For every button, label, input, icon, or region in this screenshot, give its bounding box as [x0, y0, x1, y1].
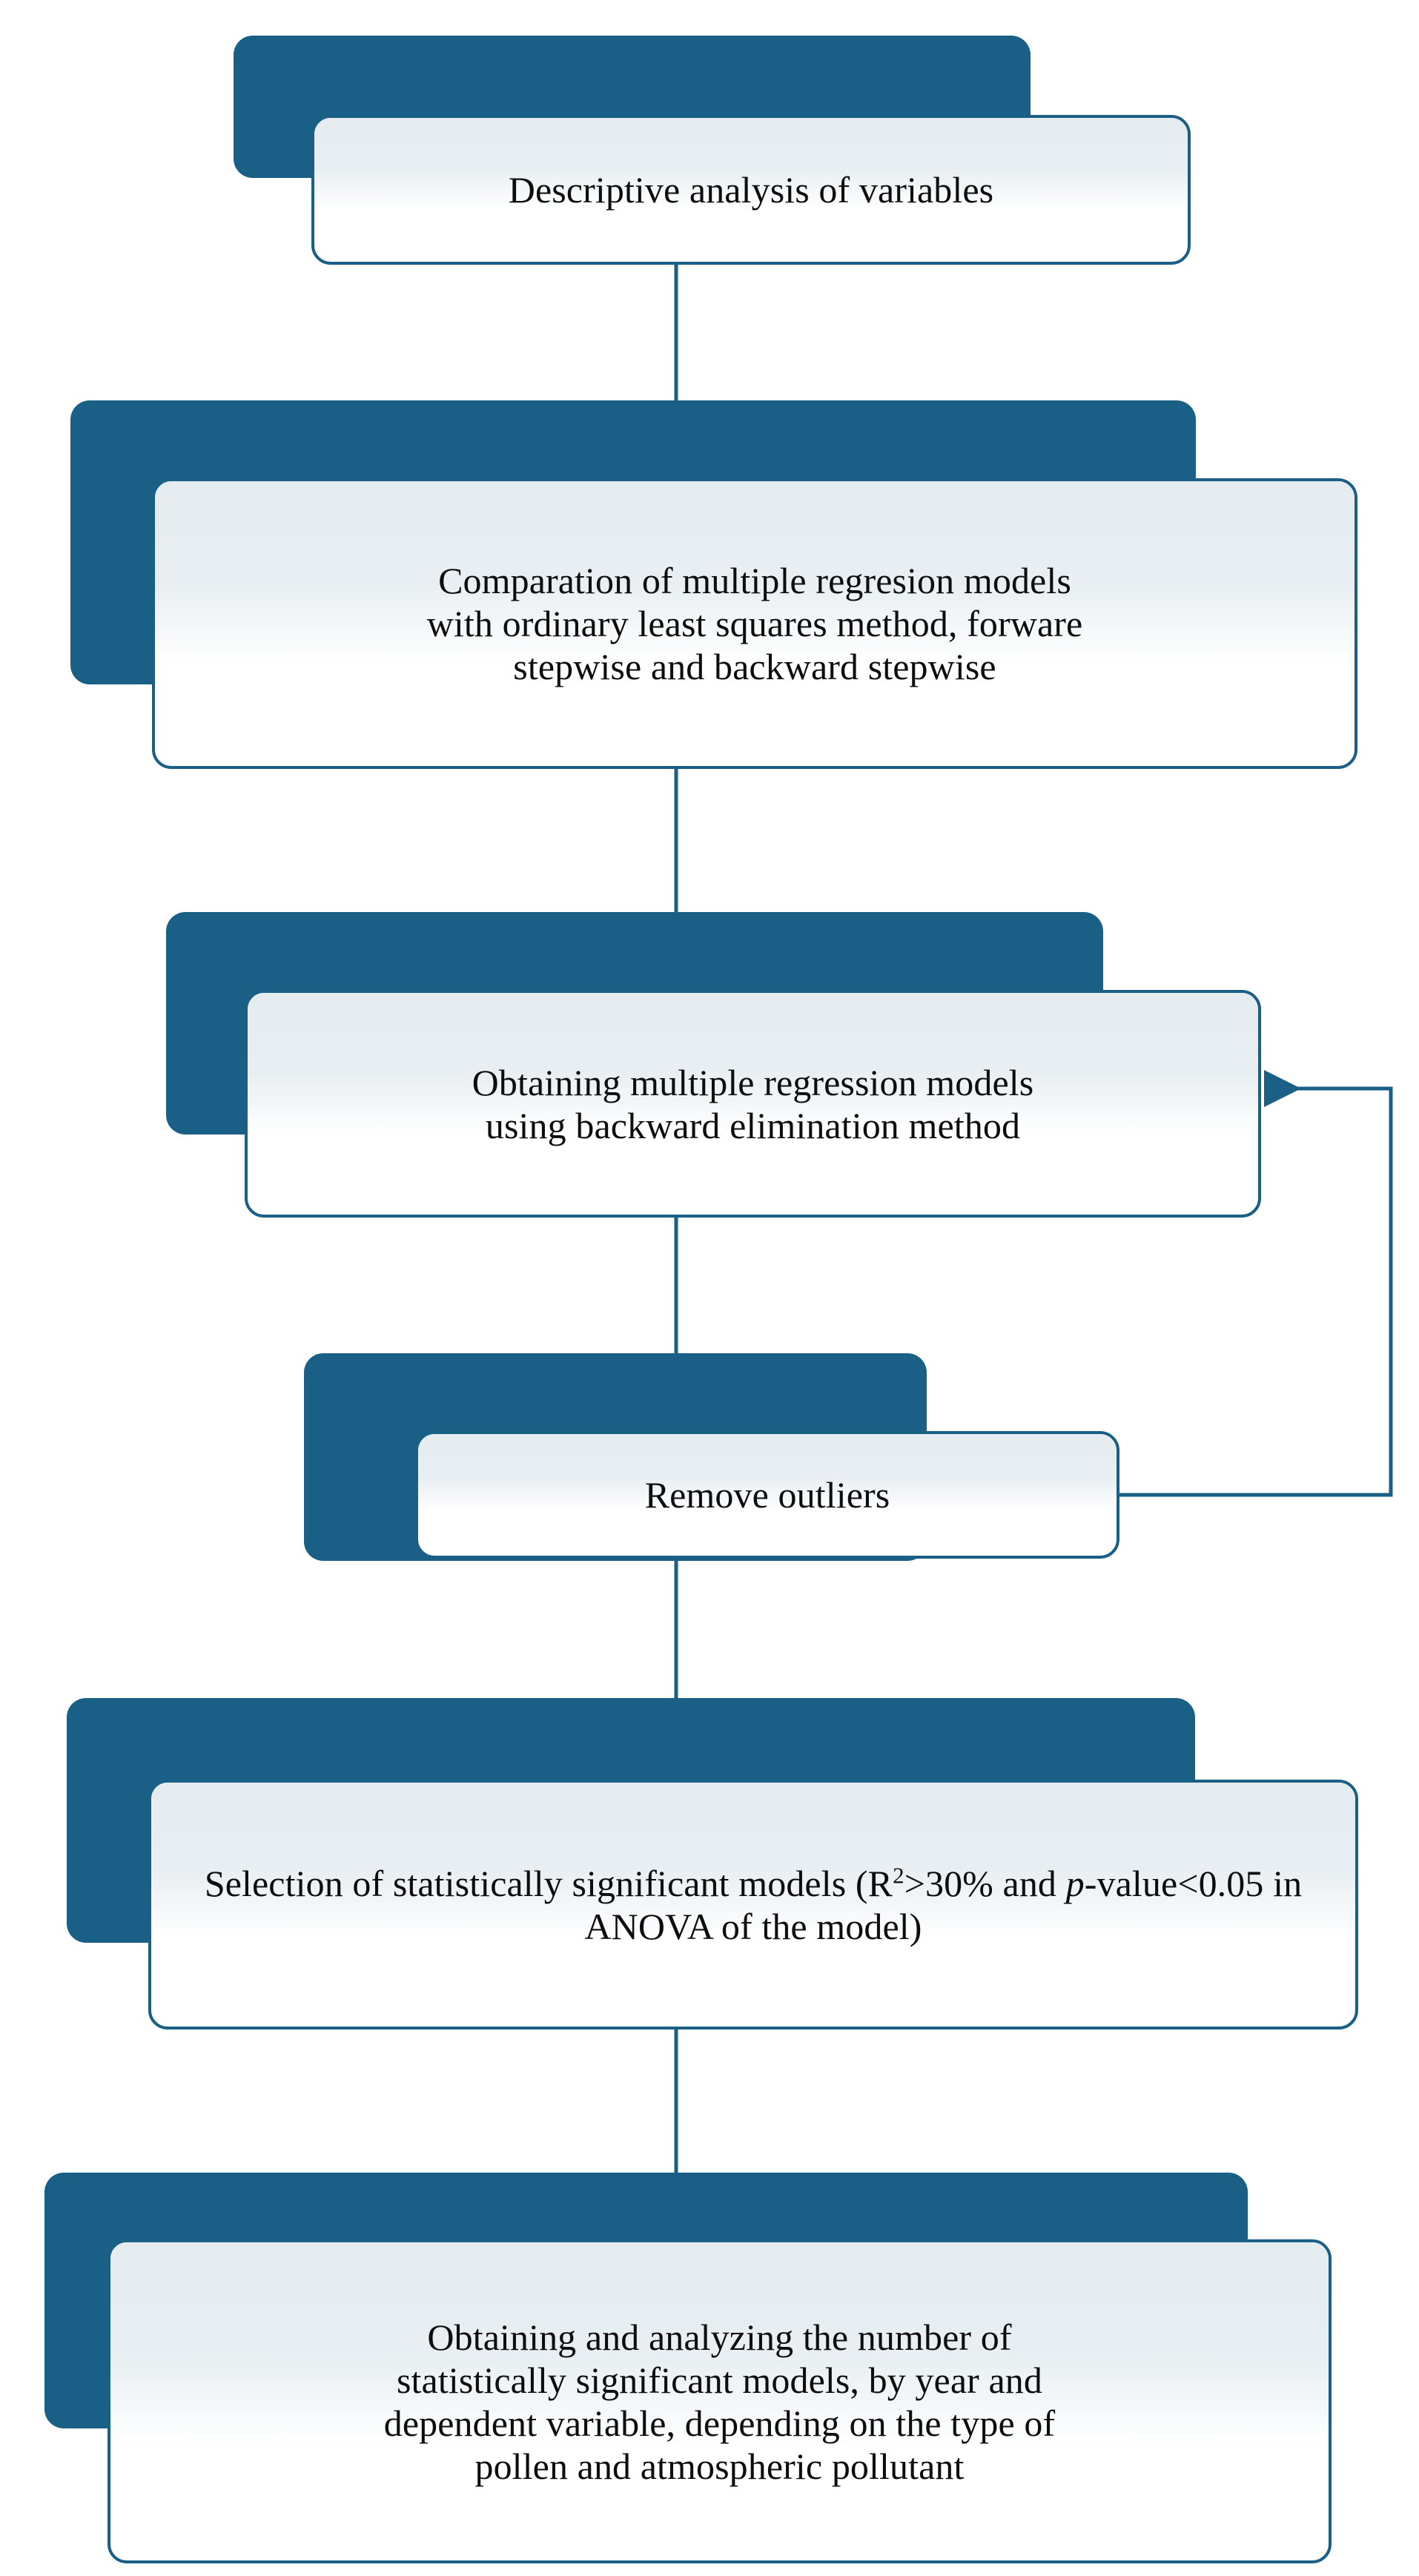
node-label: Comparation of multiple regresion models… [409, 559, 1101, 688]
node-label-line: using backward elimination method [485, 1104, 1021, 1146]
node-label-line: Obtaining multiple regression models [472, 1061, 1034, 1103]
node-label-middle: >30% and [904, 1862, 1066, 1904]
node-label: Descriptive analysis of variables [508, 169, 994, 211]
flow-node-results-analysis[interactable]: Obtaining and analyzing the number of st… [44, 2173, 1332, 2563]
node-card[interactable]: Obtaining and analyzing the number of st… [108, 2239, 1332, 2563]
node-label-line: Comparation of multiple regresion models [438, 560, 1071, 601]
flow-node-significance-selection[interactable]: Selection of statistically significant m… [67, 1698, 1358, 2030]
node-card[interactable]: Obtaining multiple regression models usi… [245, 990, 1261, 1218]
node-label-line: stepwise and backward stepwise [513, 646, 996, 687]
flow-node-backward-elimination[interactable]: Obtaining multiple regression models usi… [166, 912, 1261, 1218]
node-label-italic: p [1065, 1862, 1085, 1904]
node-label-line: statistically significant models, by yea… [397, 2359, 1042, 2401]
node-label: Obtaining and analyzing the number of st… [366, 2316, 1073, 2488]
connector-feedback-4-to-3 [1119, 1070, 1393, 1497]
node-label-line: dependent variable, depending on the typ… [383, 2402, 1056, 2444]
flow-node-model-comparison[interactable]: Comparation of multiple regresion models… [70, 400, 1357, 769]
node-label-line: pollen and atmospheric pollutant [474, 2445, 965, 2487]
node-card[interactable]: Remove outliers [415, 1431, 1119, 1559]
node-label-suffix: -value<0.05 in ANOVA of the model) [584, 1862, 1303, 1947]
node-card[interactable]: Selection of statistically significant m… [148, 1780, 1358, 2030]
flow-node-remove-outliers[interactable]: Remove outliers [304, 1353, 1119, 1561]
node-label-prefix: Selection of statistically significant m… [204, 1862, 893, 1904]
node-label-line: with ordinary least squares method, forw… [426, 603, 1083, 644]
node-label: Remove outliers [644, 1474, 890, 1516]
node-label-superscript: 2 [893, 1861, 904, 1888]
node-card[interactable]: Comparation of multiple regresion models… [152, 478, 1357, 769]
node-label: Selection of statistically significant m… [151, 1862, 1355, 1948]
node-label-line: Obtaining and analyzing the number of [427, 2316, 1012, 2358]
node-label: Obtaining multiple regression models usi… [454, 1061, 1052, 1147]
node-card[interactable]: Descriptive analysis of variables [311, 115, 1191, 265]
flow-node-descriptive-analysis[interactable]: Descriptive analysis of variables [234, 36, 1191, 265]
